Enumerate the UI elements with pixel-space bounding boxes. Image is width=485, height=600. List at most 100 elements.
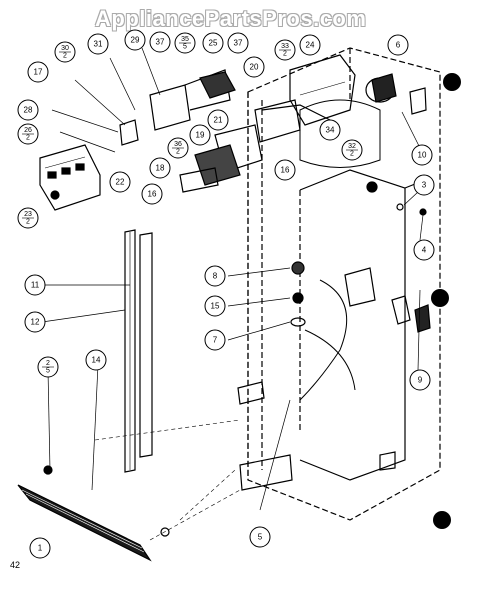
callout-quantity: 5: [183, 44, 187, 51]
callout-number: 14: [92, 356, 101, 365]
callout-number: 26: [24, 127, 32, 134]
control-panel-housing: [39, 144, 101, 211]
callout-circle: [202, 32, 224, 54]
callout-quantity: 2: [350, 151, 354, 158]
callout-c32: 322: [341, 139, 363, 161]
callout-c2: 25: [37, 356, 59, 378]
callout-c37b: 37: [227, 32, 249, 54]
callout-number: 37: [156, 38, 165, 47]
callout-number: 16: [281, 166, 290, 175]
callout-circle: [189, 124, 211, 146]
callout-circle: [413, 174, 435, 196]
upper-brackets: [119, 69, 236, 146]
callout-number: 7: [213, 336, 218, 345]
callout-number: 28: [24, 106, 33, 115]
callout-number: 18: [156, 164, 165, 173]
callout-number: 35: [181, 36, 189, 43]
callout-circle: [87, 33, 109, 55]
callout-number: 10: [418, 151, 427, 160]
callout-number: 34: [326, 126, 335, 135]
callout-circle: [413, 239, 435, 261]
cabinet-outline: [247, 47, 441, 521]
callout-circle: [227, 32, 249, 54]
callout-c24: 24: [299, 34, 321, 56]
callout-circle: [204, 265, 226, 287]
callout-circle: [141, 183, 163, 205]
callout-number: 31: [94, 40, 103, 49]
phantom-lines: [94, 419, 241, 541]
callout-c12: 12: [24, 311, 46, 333]
registration-marks: [431, 73, 461, 529]
callout-circle: [17, 99, 39, 121]
callout-number: 37: [234, 39, 243, 48]
callout-c34: 34: [319, 119, 341, 141]
callout-number: 8: [213, 272, 218, 281]
callout-circle: [207, 109, 229, 131]
callout-circle: [27, 61, 49, 83]
callout-quantity: 2: [283, 51, 287, 58]
callout-c31: 31: [87, 33, 109, 55]
callout-c11: 11: [24, 274, 46, 296]
callout-c20: 20: [243, 56, 265, 78]
callout-quantity: 2: [63, 53, 67, 60]
callout-circle: [124, 29, 146, 51]
callout-circle: [319, 119, 341, 141]
callout-circle: [243, 56, 265, 78]
callout-number: 5: [258, 533, 263, 542]
callout-number: 25: [209, 39, 218, 48]
callout-quantity: 2: [26, 135, 30, 142]
callout-c28: 28: [17, 99, 39, 121]
callout-circle: [411, 144, 433, 166]
callout-c7: 7: [204, 329, 226, 351]
callout-quantity: 5: [46, 368, 50, 375]
callout-c1: 1: [29, 537, 51, 559]
callout-circle: [149, 31, 171, 53]
callout-c10: 10: [411, 144, 433, 166]
fan-components: [179, 99, 301, 193]
watermark: AppliancePartsPros.com: [95, 6, 367, 31]
callout-circle: [387, 34, 409, 56]
callout-circle: [249, 526, 271, 548]
callout-circle: [149, 157, 171, 179]
callout-circle: [24, 311, 46, 333]
callout-circle: [204, 295, 226, 317]
callout-number: 33: [281, 43, 289, 50]
motor-6: [365, 73, 427, 115]
callout-number: 4: [422, 246, 427, 255]
callout-number: 3: [422, 181, 427, 190]
trim-strips: [124, 229, 153, 473]
callout-number: 22: [116, 178, 125, 187]
hardware-parts: [237, 181, 431, 491]
callout-number: 12: [31, 318, 40, 327]
callout-c37a: 37: [149, 31, 171, 53]
callout-number: 21: [214, 116, 223, 125]
callout-circle: [204, 329, 226, 351]
callout-c25: 25: [202, 32, 224, 54]
callout-c30: 302: [54, 41, 76, 63]
callout-number: 6: [396, 41, 401, 50]
callout-number: 19: [196, 131, 205, 140]
callout-c19: 19: [189, 124, 211, 146]
callout-number: 29: [131, 36, 140, 45]
callout-c8: 8: [204, 265, 226, 287]
callout-c22: 22: [109, 171, 131, 193]
callout-c6: 6: [387, 34, 409, 56]
callout-quantity: 2: [176, 149, 180, 156]
air-duct: [299, 99, 381, 401]
callout-circle: [85, 349, 107, 371]
callout-c21: 21: [207, 109, 229, 131]
callout-number: 32: [348, 143, 356, 150]
callout-c35: 355: [174, 32, 196, 54]
callout-c17: 17: [27, 61, 49, 83]
callout-number: 36: [174, 141, 182, 148]
callout-number: 20: [250, 63, 259, 72]
page-number: 42: [10, 560, 21, 570]
callout-number: 30: [61, 45, 69, 52]
callout-c23: 232: [17, 207, 39, 229]
callout-number: 2: [46, 360, 50, 367]
callout-number: 9: [418, 376, 423, 385]
callout-quantity: 2: [26, 219, 30, 226]
